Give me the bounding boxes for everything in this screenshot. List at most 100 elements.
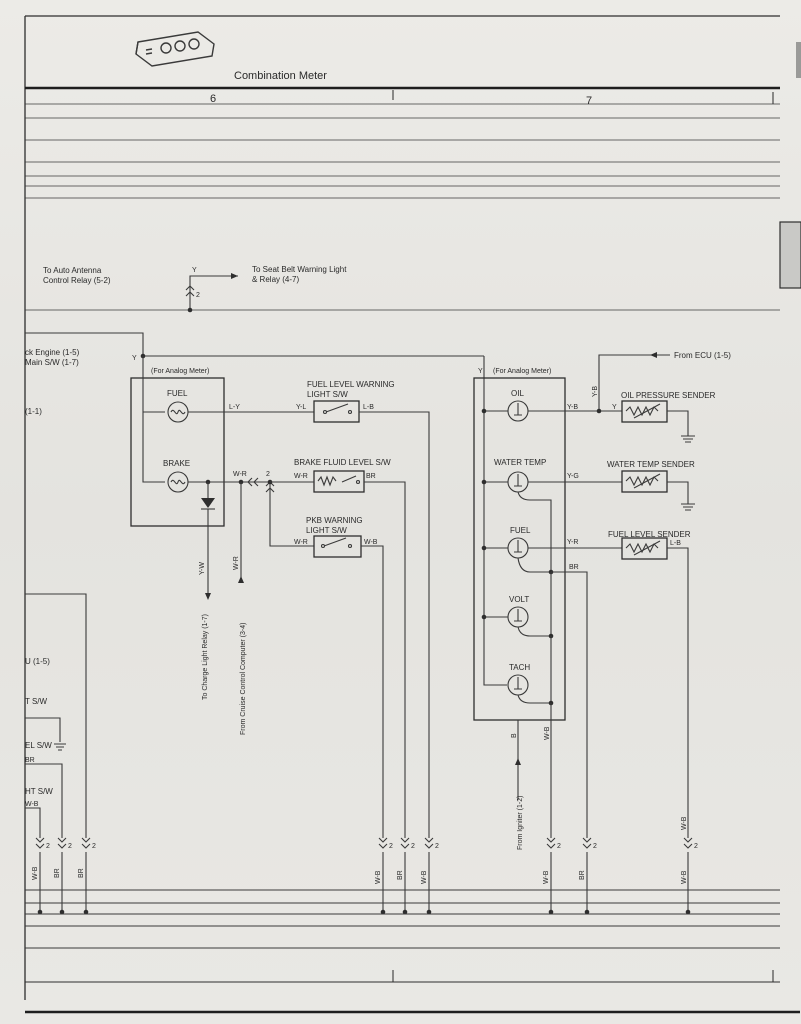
connector-number: 2 bbox=[389, 843, 393, 850]
oil-pressure-sender-label: OIL PRESSURE SENDER bbox=[621, 391, 716, 400]
tachometer-icon bbox=[507, 674, 529, 696]
combination-meter-icon bbox=[135, 31, 215, 67]
wire-yl: Y-L bbox=[296, 404, 306, 411]
connector-mark bbox=[582, 830, 592, 912]
connector-brake: 2 bbox=[266, 471, 270, 478]
junction-dot bbox=[59, 909, 65, 915]
ref-cruise: From Cruise Control Computer (3-4) bbox=[240, 623, 247, 735]
column-label-6: 6 bbox=[210, 93, 216, 105]
bottom-label-br-4: BR bbox=[579, 870, 586, 880]
left-meter: Y (For Analog Meter) FUEL BRAKE L-Y W-R … bbox=[130, 353, 484, 735]
junction-dot bbox=[584, 909, 590, 915]
bottom-label-wb-4: W-B bbox=[543, 870, 550, 884]
junction-dot bbox=[380, 909, 386, 915]
fuel-level-warning-switch-icon bbox=[313, 400, 360, 423]
wire-lb-fuel-sw: L-B bbox=[363, 404, 374, 411]
wire-br-fuel: BR bbox=[569, 564, 579, 571]
ref-br: BR bbox=[25, 757, 35, 764]
junction-dot bbox=[685, 909, 691, 915]
connector-mark bbox=[683, 830, 693, 912]
fuel-level-warning-sw-label-2: LIGHT S/W bbox=[307, 390, 348, 399]
connector-mark bbox=[400, 830, 410, 912]
connector-number: 2 bbox=[68, 843, 72, 850]
volt-gauge-icon bbox=[507, 606, 529, 628]
wire-wb-fuel-sender: W-B bbox=[681, 816, 688, 830]
top-references: To Auto Antenna Control Relay (5-2) To S… bbox=[43, 265, 347, 313]
bottom-label-wb-3: W-B bbox=[421, 870, 428, 884]
connector-mark bbox=[57, 830, 67, 912]
ref-engine: ck Engine (1-5) bbox=[25, 348, 80, 357]
water-temp-sender-icon bbox=[621, 470, 668, 493]
connector-mark bbox=[81, 830, 91, 912]
connector-number: 2 bbox=[694, 843, 698, 850]
diode-icon bbox=[201, 482, 215, 510]
wire-yg: Y-G bbox=[567, 473, 579, 480]
left-references: ck Engine (1-5) Main S/W (1-7) (1-1) U (… bbox=[25, 332, 144, 830]
junction-dot bbox=[426, 909, 432, 915]
wire-y-left-top: Y bbox=[132, 355, 137, 362]
ref-auto-antenna-2: Control Relay (5-2) bbox=[43, 276, 111, 285]
water-temp-gauge-icon bbox=[507, 471, 529, 493]
bottom-label-wb-5: W-B bbox=[681, 870, 688, 884]
gauge-fuel-label: FUEL bbox=[510, 526, 531, 535]
ref-charge-light: To Charge Light Relay (1-7) bbox=[202, 614, 209, 700]
fuel-warning-lamp-icon bbox=[167, 401, 189, 423]
ref-t-sw: T S/W bbox=[25, 697, 48, 706]
connector-number: 2 bbox=[557, 843, 561, 850]
pkb-sw-label-2: LIGHT S/W bbox=[306, 526, 347, 535]
bottom-label-br-2: BR bbox=[78, 868, 85, 878]
right-meter: Y (For Analog Meter) OIL WATER TEMP FUEL… bbox=[473, 356, 622, 850]
connector-number: 2 bbox=[593, 843, 597, 850]
brake-fluid-switch-icon bbox=[313, 470, 365, 493]
wire-br-bf: BR bbox=[366, 473, 376, 480]
wire-wb-pkb: W-B bbox=[364, 539, 378, 546]
connector-number: 2 bbox=[411, 843, 415, 850]
oil-pressure-sender-icon bbox=[621, 400, 668, 423]
wire-ly: L-Y bbox=[229, 404, 240, 411]
ref-el-sw: EL S/W bbox=[25, 741, 52, 750]
left-meter-caption: (For Analog Meter) bbox=[151, 368, 209, 375]
wire-b-igniter: B bbox=[511, 733, 518, 738]
ref-main-sw: Main S/W (1-7) bbox=[25, 358, 79, 367]
ref-seat-belt-1: To Seat Belt Warning Light bbox=[252, 265, 347, 274]
left-fuel-label: FUEL bbox=[167, 389, 188, 398]
bottom-label-br-1: BR bbox=[54, 868, 61, 878]
pkb-switch-icon bbox=[313, 535, 362, 558]
fuel-level-warning-sw-label-1: FUEL LEVEL WARNING bbox=[307, 380, 395, 389]
wire-wr-pkb: W-R bbox=[294, 539, 308, 546]
wire-lb-fuel-sender: L-B bbox=[670, 540, 681, 547]
wire-wr-cruise: W-R bbox=[233, 556, 240, 570]
fuel-level-sender-icon bbox=[621, 537, 668, 560]
connector-number: 2 bbox=[92, 843, 96, 850]
ref-1-1: (1-1) bbox=[25, 407, 42, 416]
fuel-gauge-icon bbox=[507, 537, 529, 559]
connector-mark bbox=[378, 830, 388, 912]
connector-mark bbox=[35, 830, 45, 912]
gauge-water-temp-label: WATER TEMP bbox=[494, 458, 546, 467]
ref-seat-belt-2: & Relay (4-7) bbox=[252, 275, 299, 284]
right-meter-caption: (For Analog Meter) bbox=[493, 368, 551, 375]
oil-gauge-icon bbox=[507, 400, 529, 422]
header-title: Combination Meter bbox=[234, 70, 327, 82]
wire-yr: Y-R bbox=[567, 539, 578, 546]
wire-yb-oil: Y-B bbox=[567, 404, 578, 411]
connector-number: 2 bbox=[435, 843, 439, 850]
brake-fluid-sw-label: BRAKE FLUID LEVEL S/W bbox=[294, 458, 391, 467]
gauge-oil-label: OIL bbox=[511, 389, 524, 398]
wire-y-right: Y bbox=[478, 368, 483, 375]
gauge-volt-label: VOLT bbox=[509, 595, 529, 604]
pkb-sw-label-1: PKB WARNING bbox=[306, 516, 363, 525]
ref-wb: W-B bbox=[25, 801, 39, 808]
switches: FUEL LEVEL WARNING LIGHT S/W Y-L L-B BRA… bbox=[270, 380, 430, 830]
water-temp-sender-label: WATER TEMP SENDER bbox=[607, 460, 695, 469]
junction-dot bbox=[37, 909, 43, 915]
connector-seatbelt: 2 bbox=[196, 292, 200, 299]
wire-wr-bf: W-R bbox=[294, 473, 308, 480]
bottom-label-wb-2: W-B bbox=[375, 870, 382, 884]
senders: From ECU (1-5) Y-B OIL PRESSURE SENDER Y… bbox=[592, 351, 731, 830]
junction-dot bbox=[548, 909, 554, 915]
